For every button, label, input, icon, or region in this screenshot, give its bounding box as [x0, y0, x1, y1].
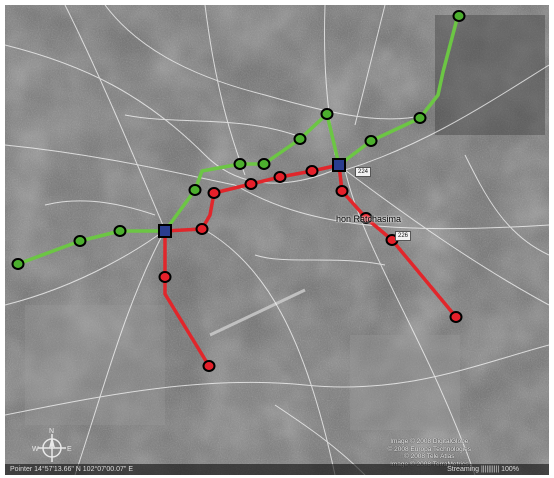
compass-west: W: [32, 446, 39, 453]
attribution-line: © 2008 Tele Atlas: [403, 453, 455, 460]
green-station[interactable]: [188, 184, 202, 196]
green-line: [17, 14, 460, 266]
green-stations: [11, 10, 466, 270]
interchange-station-west[interactable]: [158, 224, 172, 238]
green-station[interactable]: [293, 133, 307, 145]
red-station[interactable]: [449, 311, 463, 323]
green-station[interactable]: [452, 10, 466, 22]
green-station[interactable]: [233, 158, 247, 170]
red-station[interactable]: [158, 271, 172, 283]
status-bar: Pointer 14°57'13.66" N 102°07'00.07" E S…: [5, 464, 549, 475]
green-station[interactable]: [73, 235, 87, 247]
runway: [209, 288, 306, 337]
pointer-coordinates: Pointer 14°57'13.66" N 102°07'00.07" E: [10, 466, 133, 473]
green-station[interactable]: [320, 108, 334, 120]
compass-icon[interactable]: N W E: [32, 426, 72, 466]
road-shield-226: 226: [395, 231, 412, 241]
red-station[interactable]: [202, 360, 216, 372]
map-frame[interactable]: hon Ratchasima 224 226 N W E Image © 200…: [5, 5, 549, 475]
red-station[interactable]: [207, 187, 221, 199]
green-station[interactable]: [11, 258, 25, 270]
green-station[interactable]: [257, 158, 271, 170]
green-station[interactable]: [413, 112, 427, 124]
attribution-line: Image © 2008 DigitalGlobe: [390, 438, 469, 445]
attribution-line: © 2008 Europa Technologies: [387, 445, 471, 453]
red-station[interactable]: [335, 185, 349, 197]
compass-east: E: [67, 446, 72, 453]
light-patch: [25, 305, 165, 425]
streaming-status: Streaming |||||||||| 100%: [447, 466, 519, 473]
red-station[interactable]: [273, 171, 287, 183]
red-station[interactable]: [359, 212, 373, 224]
satellite-map[interactable]: [5, 5, 549, 475]
red-station[interactable]: [305, 165, 319, 177]
road-shield-224: 224: [355, 167, 372, 177]
red-stations: [158, 165, 463, 372]
green-station[interactable]: [364, 135, 378, 147]
red-station[interactable]: [195, 223, 209, 235]
imagery-grain: [5, 5, 549, 475]
city-label: hon Ratchasima: [336, 214, 402, 224]
green-station[interactable]: [113, 225, 127, 237]
interchange-station-central[interactable]: [332, 158, 346, 172]
compass-north: N: [49, 428, 54, 435]
red-station[interactable]: [244, 178, 258, 190]
